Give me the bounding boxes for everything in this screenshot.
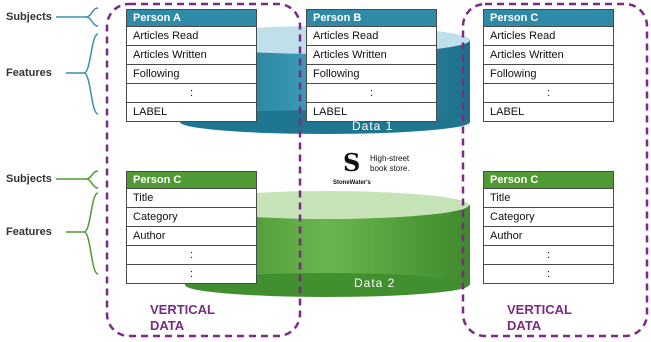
table-cell: LABEL [306,102,437,122]
table-person-a: Person A Articles Read Articles Written … [126,9,257,122]
stonewater-logo-icon: S [343,148,361,177]
vertical-label-line1: VERTICAL [150,302,215,317]
table-cell: : [126,245,257,265]
table-cell: Author [483,226,614,246]
table-cell: : [126,83,257,103]
features-brace-bottom [83,192,99,275]
table-cell: Following [126,64,257,84]
table-cell: Following [483,64,614,84]
features-brace-top [83,33,99,115]
table-cell: LABEL [126,102,257,122]
table-cell: Title [483,188,614,208]
table-cell: Category [483,207,614,227]
data2-label: Data 2 [354,276,396,290]
table-cell: Title [126,188,257,208]
vertical-label-line2: DATA [507,318,542,333]
data1-label: Data 1 [352,119,394,133]
table-cell: : [483,245,614,265]
table-person-c-top: Person C Articles Read Articles Written … [483,9,614,122]
logo-tagline: High-street book store. [370,154,410,174]
table-header: Person C [126,171,257,189]
table-cell: Articles Read [483,26,614,46]
vertical-data-box-right [461,2,649,338]
logo-tagline-line2: book store. [370,164,410,173]
subjects-label-top: Subjects [6,11,52,23]
table-cell: Following [306,64,437,84]
table-cell: Category [126,207,257,227]
table-header: Person B [306,9,437,27]
subjects-brace-top [85,7,99,27]
table-cell: Articles Written [126,45,257,65]
table-cell: Articles Written [306,45,437,65]
table-cell: Author [126,226,257,246]
logo-name: StoneWater's [333,180,371,186]
table-cell: Articles Written [483,45,614,65]
table-cell: Articles Read [126,26,257,46]
table-cell: : [483,83,614,103]
table-cell: : [126,264,257,284]
table-person-b: Person B Articles Read Articles Written … [306,9,437,122]
features-label-top: Features [6,67,52,79]
table-header: Person A [126,9,257,27]
features-label-bottom: Features [6,226,52,238]
table-cell: LABEL [483,102,614,122]
table-cell: : [306,83,437,103]
table-header: Person C [483,171,614,189]
table-person-c-bottom-left: Person C Title Category Author : : [126,171,257,284]
subjects-label-bottom: Subjects [6,173,52,185]
vertical-label-line2: DATA [150,318,185,333]
table-cell: Articles Read [306,26,437,46]
vertical-label-line1: VERTICAL [507,302,572,317]
subjects-brace-bottom [85,170,99,189]
table-person-c-bottom-right: Person C Title Category Author : : [483,171,614,284]
vertical-data-box-left [105,2,302,338]
logo-tagline-line1: High-street [370,154,410,163]
vertical-data-label-left: VERTICAL DATA [150,302,215,334]
vertical-data-label-right: VERTICAL DATA [507,302,572,334]
table-header: Person C [483,9,614,27]
table-cell: : [483,264,614,284]
